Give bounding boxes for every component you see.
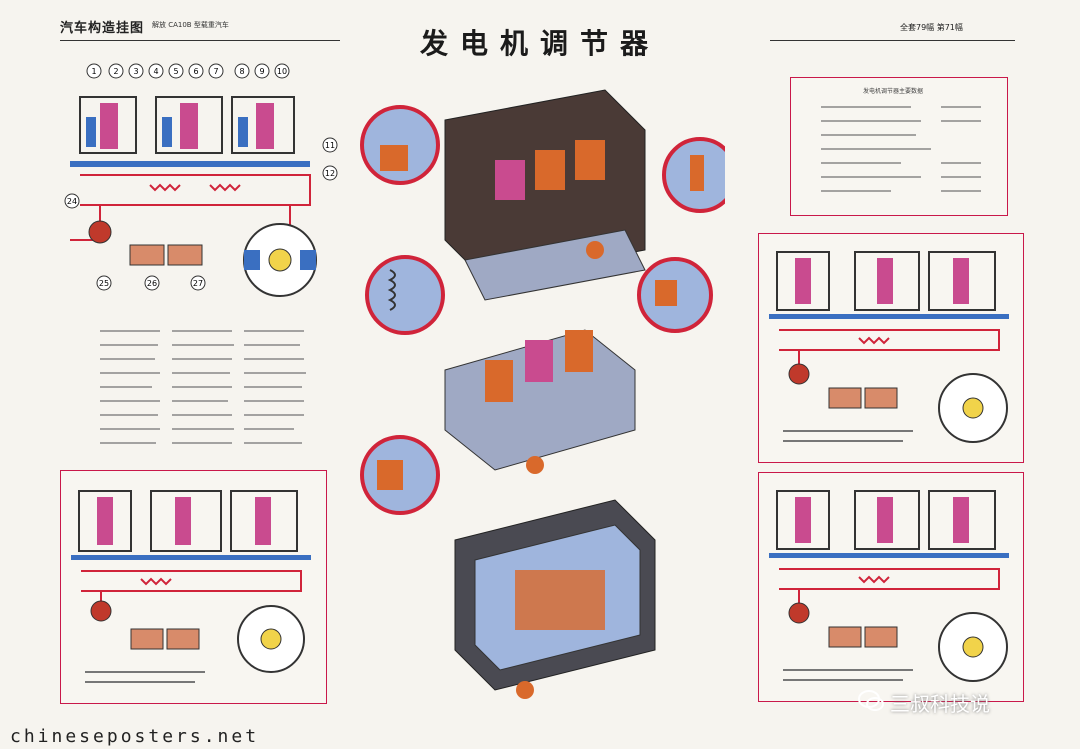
circuit-diagram-bottom-left xyxy=(71,490,311,683)
svg-text:10: 10 xyxy=(277,67,287,76)
resistor-block-2 xyxy=(167,244,203,266)
circuit-diagram-right-middle xyxy=(769,251,1009,443)
regulator-illustrations xyxy=(360,89,725,699)
svg-text:12: 12 xyxy=(325,169,335,178)
callouts-top: 1 2 3 4 5 6 7 8 9 10 11 12 24 25 26 27 xyxy=(64,63,338,291)
spec-table-title: 发电机调节器主要数据 xyxy=(863,88,924,95)
svg-text:2: 2 xyxy=(113,67,118,76)
circuit-diagram-top-left: 1 2 3 4 5 6 7 8 9 10 11 12 24 25 26 27 xyxy=(64,63,338,297)
wechat-watermark: 三叔科技说 xyxy=(890,692,990,716)
panel-right-middle xyxy=(758,233,1024,463)
generator-symbol xyxy=(243,223,317,297)
svg-text:26: 26 xyxy=(147,279,157,288)
legend-text-block xyxy=(100,330,320,470)
resistor-block-1 xyxy=(129,244,165,266)
sheet-info: 全套79幅 第71幅 xyxy=(900,23,963,32)
svg-text:4: 4 xyxy=(153,67,158,76)
series-subtitle: 解放 CA10B 型载重汽车 xyxy=(152,21,229,29)
svg-text:5: 5 xyxy=(173,67,178,76)
svg-text:11: 11 xyxy=(325,141,335,150)
relay-3 xyxy=(231,96,295,154)
relay-2 xyxy=(155,96,223,154)
wechat-icon xyxy=(858,690,884,711)
svg-text:3: 3 xyxy=(133,67,138,76)
circuit-diagram-right-bottom xyxy=(769,490,1009,682)
detail-coil-bottom xyxy=(360,435,440,515)
regulator-with-cover xyxy=(444,89,646,301)
svg-text:7: 7 xyxy=(213,67,218,76)
svg-text:8: 8 xyxy=(239,67,244,76)
svg-text:1: 1 xyxy=(91,67,96,76)
svg-text:27: 27 xyxy=(193,279,203,288)
header-rule-right xyxy=(770,40,1015,41)
busbar xyxy=(70,161,310,167)
svg-text:9: 9 xyxy=(259,67,264,76)
svg-text:6: 6 xyxy=(193,67,198,76)
relay-1 xyxy=(79,96,137,154)
header-rule-left xyxy=(60,40,340,41)
lamp-symbol xyxy=(88,220,112,244)
svg-text:25: 25 xyxy=(99,279,109,288)
regulator-base xyxy=(454,499,656,699)
poster-header: 汽车构造挂图 解放 CA10B 型载重汽车 发电机调节器 全套79幅 第71幅 xyxy=(0,0,1080,60)
panel-bottom-left xyxy=(60,470,327,704)
series-title: 汽车构造挂图 xyxy=(60,21,145,36)
panel-right-bottom xyxy=(758,472,1024,702)
detail-spring xyxy=(365,255,445,335)
spec-table-panel: 发电机调节器主要数据 xyxy=(790,77,1008,216)
main-title: 发电机调节器 xyxy=(419,27,660,60)
detail-armature-top xyxy=(360,105,440,185)
regulator-without-cover xyxy=(444,329,636,474)
site-watermark: chineseposters.net xyxy=(10,726,260,747)
detail-contact-top-right xyxy=(662,137,725,213)
detail-relay-right xyxy=(637,257,713,333)
svg-text:24: 24 xyxy=(67,197,77,206)
